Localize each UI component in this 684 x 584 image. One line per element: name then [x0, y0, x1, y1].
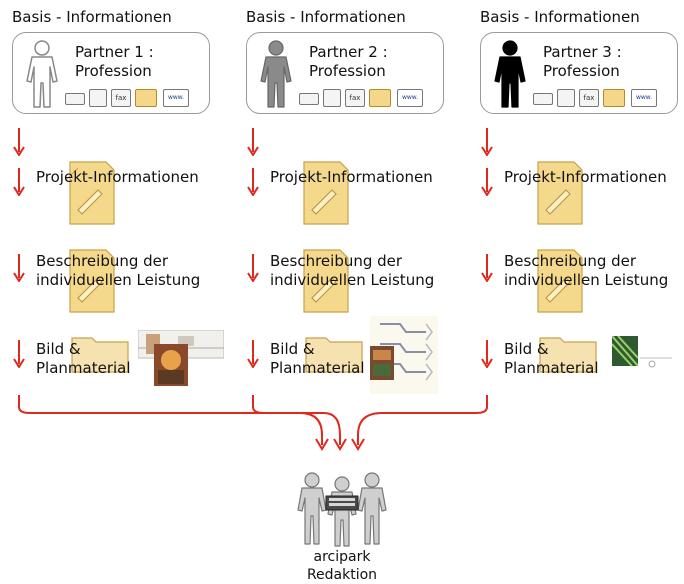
document-icon — [69, 249, 115, 313]
document-icon — [65, 161, 115, 225]
mail-icon — [603, 89, 625, 107]
partner-name: Partner 1 : Profession — [75, 43, 154, 80]
beschreibung-label: Beschreibung der individuellen Leistung — [36, 252, 201, 289]
folder-icon — [71, 337, 129, 373]
projekt-label: Projekt-Informationen — [504, 168, 667, 186]
down-arrow-icon — [481, 340, 493, 368]
redaktion-label: arcipark Redaktion — [306, 549, 378, 583]
card-icon — [65, 93, 85, 105]
column-title: Basis - Informationen — [246, 8, 406, 26]
down-arrow-icon — [13, 254, 25, 282]
www-icon: www. — [163, 89, 189, 107]
down-arrow-icon — [247, 168, 259, 196]
team-icon — [297, 472, 387, 547]
www-icon: www. — [397, 89, 423, 107]
beschreibung-label: Beschreibung der individuellen Leistung — [504, 252, 669, 289]
bild-label: Bild & Planmaterial — [504, 340, 599, 377]
down-arrow-icon — [481, 128, 493, 156]
folder-icon — [305, 337, 363, 373]
merge-arrows — [18, 395, 488, 451]
card-icon — [299, 93, 319, 105]
render-image-icon — [612, 336, 672, 368]
column-partner-3: Basis - Informationen Partner 3 : Profes… — [468, 0, 684, 420]
down-arrow-icon — [247, 254, 259, 282]
phone-icon — [557, 89, 575, 107]
person-icon — [494, 40, 526, 108]
partner-card: Partner 1 : Profession fax www. — [12, 32, 210, 114]
column-title: Basis - Informationen — [480, 8, 640, 26]
fax-icon: fax — [111, 89, 131, 107]
partner-card: Partner 2 : Profession fax www. — [246, 32, 444, 114]
column-partner-1: Basis - Informationen Partner 1 : Profes… — [0, 0, 228, 420]
bild-label: Bild & Planmaterial — [36, 340, 131, 377]
down-arrow-icon — [13, 340, 25, 368]
partner-card: Partner 3 : Profession fax www. — [480, 32, 678, 114]
projekt-label: Projekt-Informationen — [270, 168, 433, 186]
www-icon: www. — [631, 89, 657, 107]
fax-icon: fax — [345, 89, 365, 107]
down-arrow-icon — [247, 340, 259, 368]
down-arrow-icon — [247, 128, 259, 156]
project-image-icon — [138, 330, 224, 386]
down-arrow-icon — [13, 128, 25, 156]
mail-icon — [135, 89, 157, 107]
bild-label: Bild & Planmaterial — [270, 340, 365, 377]
person-icon — [26, 40, 58, 108]
column-title: Basis - Informationen — [12, 8, 172, 26]
beschreibung-label: Beschreibung der individuellen Leistung — [270, 252, 435, 289]
phone-icon — [89, 89, 107, 107]
projekt-label: Projekt-Informationen — [36, 168, 199, 186]
down-arrow-icon — [481, 168, 493, 196]
fax-icon: fax — [579, 89, 599, 107]
document-icon — [537, 249, 583, 313]
card-icon — [533, 93, 553, 105]
document-icon — [303, 161, 349, 225]
document-icon — [537, 161, 583, 225]
down-arrow-icon — [13, 168, 25, 196]
mail-icon — [369, 89, 391, 107]
partner-name: Partner 2 : Profession — [309, 43, 388, 80]
folder-icon — [539, 337, 597, 373]
partner-name: Partner 3 : Profession — [543, 43, 622, 80]
column-partner-2: Basis - Informationen Partner 2 : Profes… — [234, 0, 462, 420]
plan-image-icon — [370, 316, 438, 394]
person-icon — [260, 40, 292, 108]
document-icon — [303, 249, 349, 313]
down-arrow-icon — [481, 254, 493, 282]
phone-icon — [323, 89, 341, 107]
